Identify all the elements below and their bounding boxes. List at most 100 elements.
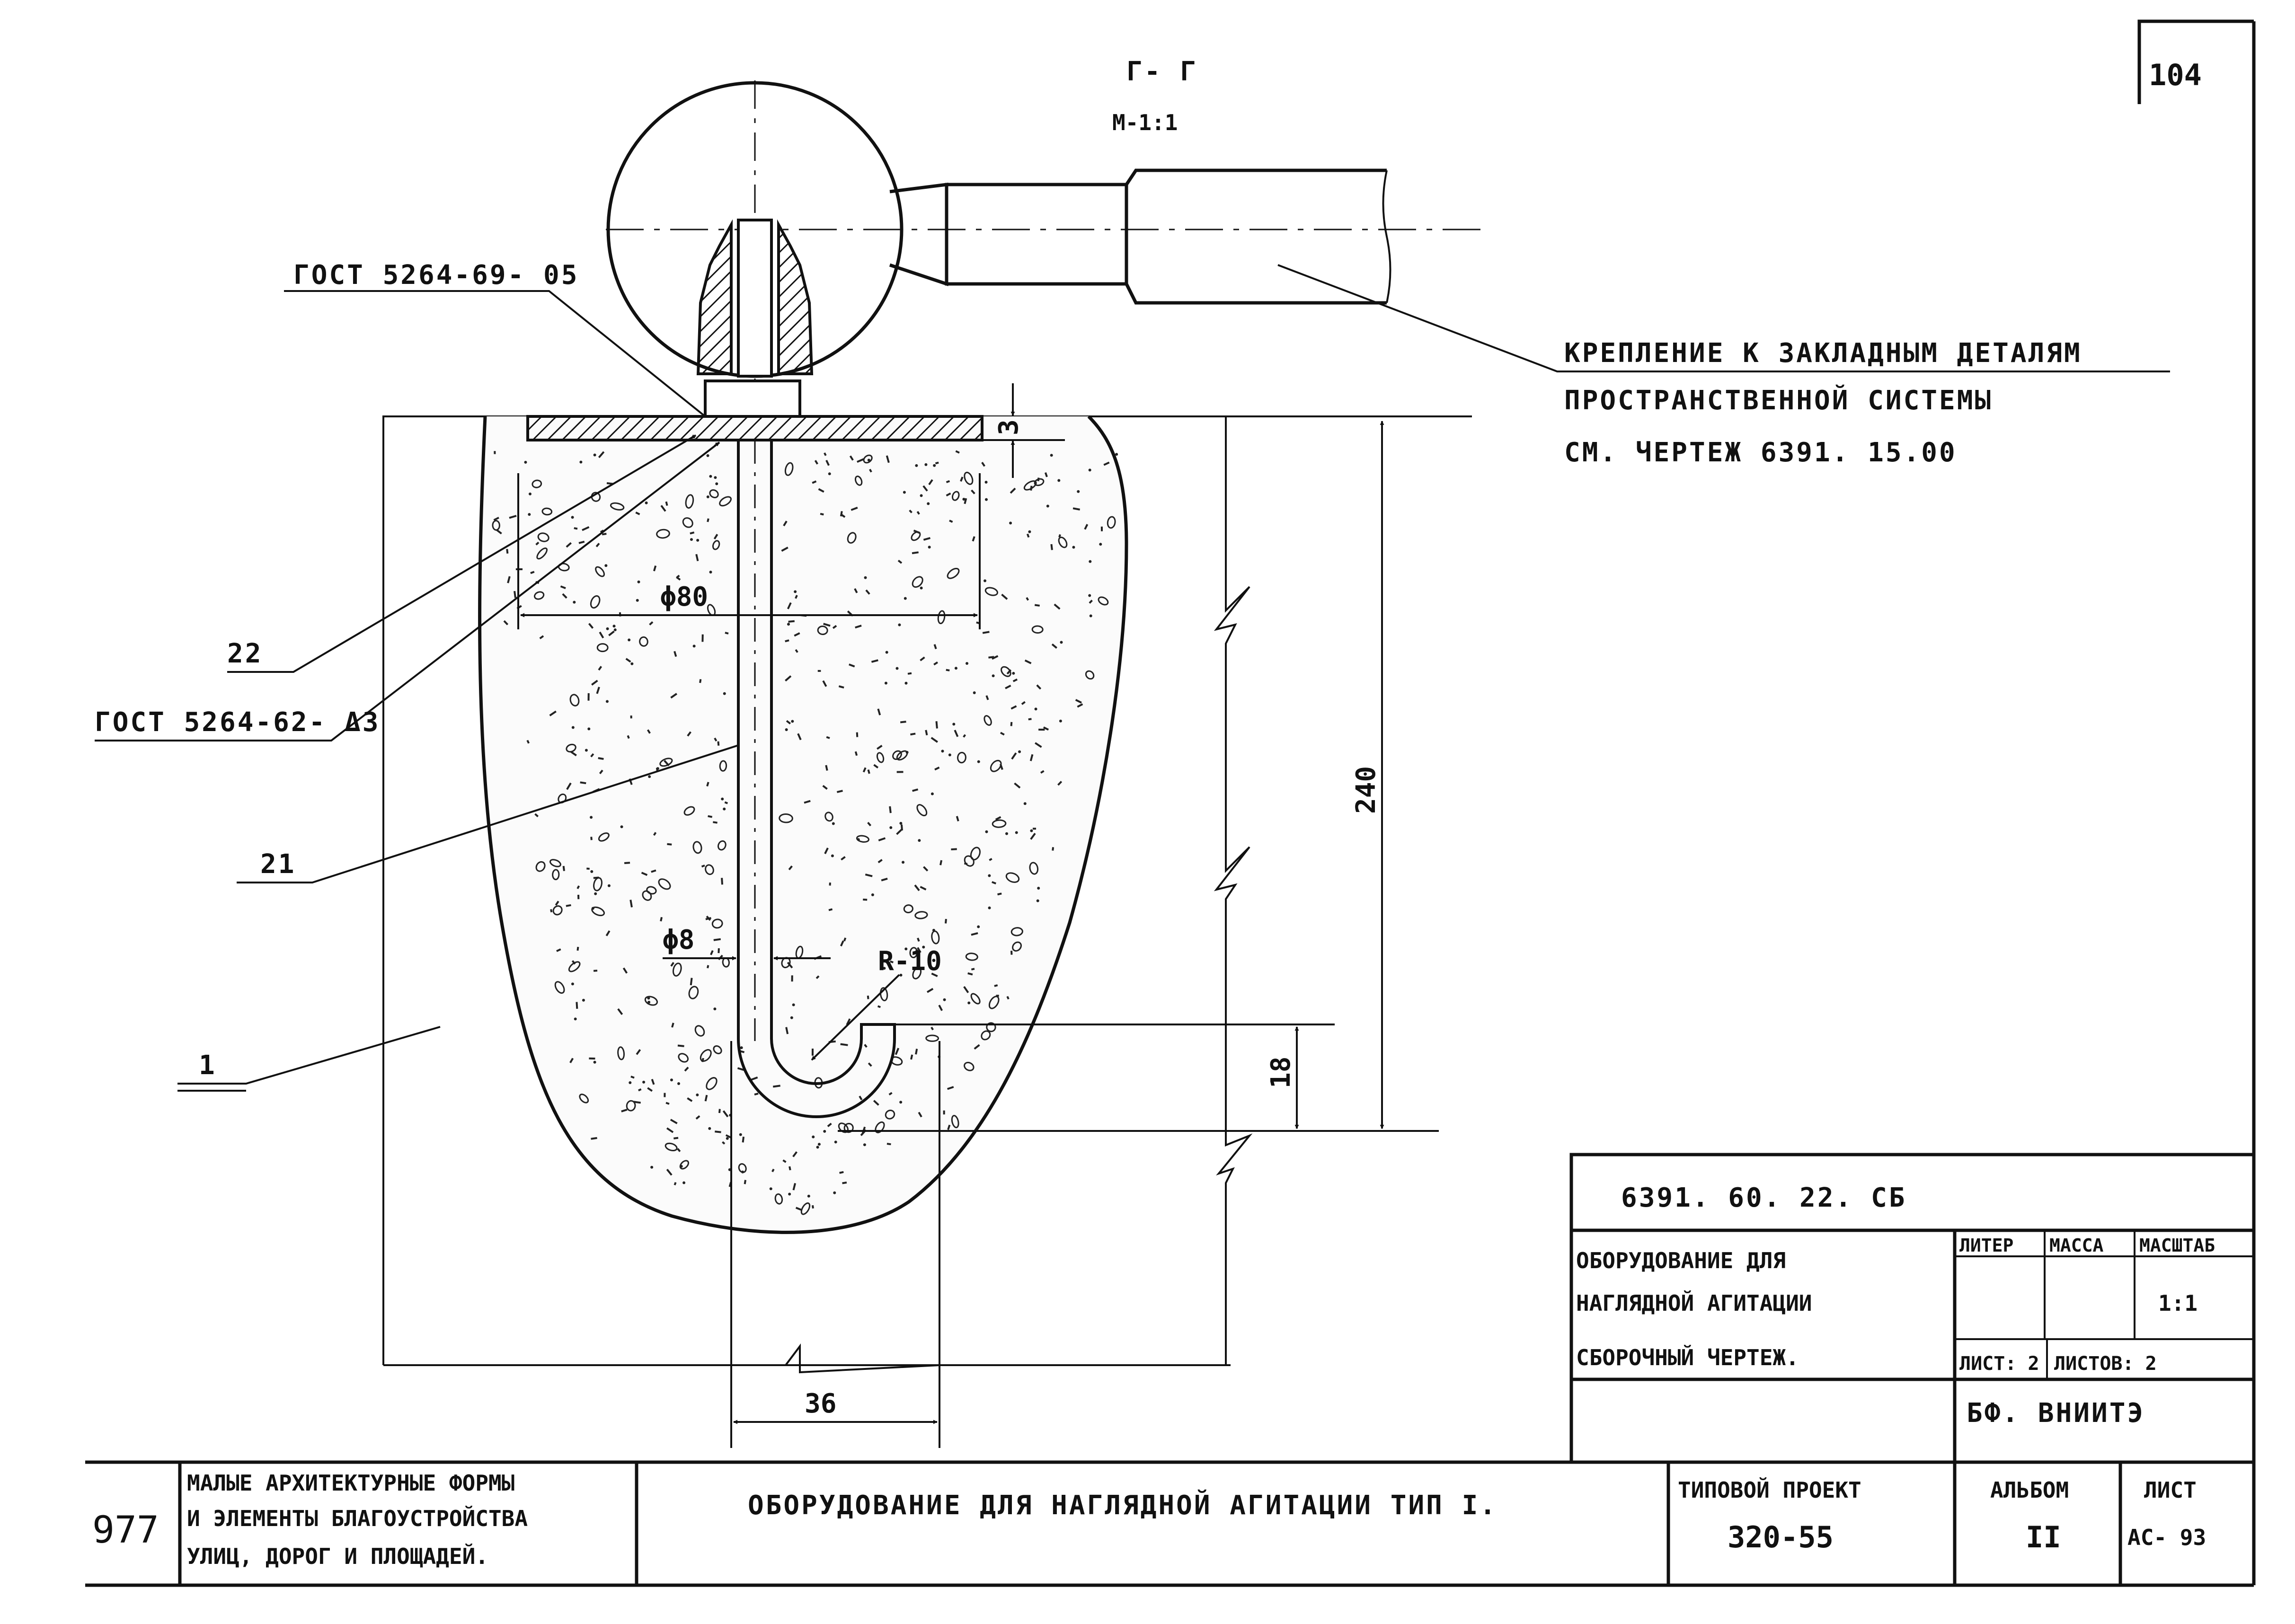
strip-album-value: II (2026, 1520, 2061, 1554)
aggregate-speck (787, 962, 793, 969)
aggregate-speck (1045, 472, 1048, 477)
aggregate-speck (962, 498, 966, 501)
strip-number: 977 (92, 1509, 159, 1552)
dim-radius-10: R-10 (878, 946, 942, 977)
aggregate-speck (696, 538, 700, 542)
aggregate-speck (707, 518, 709, 522)
aggregate-speck (628, 638, 631, 642)
aggregate-speck (579, 1094, 589, 1103)
aggregate-speck (667, 843, 672, 846)
aggregate-speck (922, 945, 925, 949)
aggregate-speck (863, 1143, 866, 1147)
aggregate-speck (873, 764, 879, 769)
aggregate-speck (952, 723, 956, 726)
aggregate-speck (847, 532, 857, 544)
aggregate-speck (695, 1115, 700, 1120)
aggregate-speck (834, 1140, 837, 1144)
aggregate-speck (784, 462, 794, 476)
aggregate-speck (804, 800, 811, 804)
dim-diameter-80: ϕ80 (660, 582, 708, 612)
aggregate-speck (851, 506, 858, 511)
aggregate-speck (792, 1183, 797, 1191)
aggregate-speck (585, 749, 588, 752)
aggregate-speck (992, 881, 996, 885)
aggregate-speck (903, 491, 906, 494)
aggregate-speck (977, 925, 980, 928)
aggregate-speck (831, 854, 834, 857)
aggregate-speck (673, 1182, 677, 1186)
aggregate-speck (928, 546, 931, 549)
aggregate-speck (695, 554, 699, 562)
aggregate-speck (926, 988, 934, 993)
aggregate-speck (915, 1049, 918, 1055)
aggregate-speck (817, 1143, 821, 1146)
nut-and-plate (526, 380, 984, 441)
aggregate-speck (708, 815, 713, 818)
aggregate-speck (1026, 533, 1030, 538)
aggregate-speck (642, 1080, 646, 1084)
aggregate-speck (957, 751, 966, 764)
aggregate-speck (685, 494, 694, 509)
aggregate-speck (1030, 832, 1036, 840)
aggregate-speck (881, 877, 888, 882)
aggregate-speck (636, 599, 639, 602)
aggregate-speck (706, 1077, 718, 1090)
aggregate-speck (690, 978, 693, 986)
aggregate-speck (849, 663, 855, 668)
aggregate-speck (833, 1191, 836, 1194)
aggregate-speck (678, 1053, 689, 1063)
aggregate-speck (1005, 684, 1011, 689)
aggregate-speck (832, 822, 835, 825)
aggregate-speck (984, 587, 998, 596)
aggregate-speck (912, 788, 919, 792)
detail-view-circle (606, 80, 1481, 381)
aggregate-speck (595, 566, 605, 577)
aggregate-speck (840, 940, 844, 947)
aggregate-speck (627, 735, 630, 739)
aggregate-speck (593, 877, 603, 891)
aggregate-speck (914, 911, 928, 919)
aggregate-speck (967, 972, 973, 976)
aggregate-speck (855, 625, 862, 629)
aggregate-speck (873, 1100, 879, 1106)
aggregate-speck (590, 753, 594, 758)
aggregate-speck (867, 769, 870, 774)
aggregate-speck (630, 662, 634, 665)
aggregate-speck (971, 489, 975, 494)
aggregate-speck (690, 538, 693, 541)
aggregate-speck (1011, 752, 1017, 760)
aggregate-speck (920, 886, 927, 891)
aggregate-speck (963, 734, 966, 738)
aggregate-speck (1058, 537, 1068, 548)
aggregate-speck (712, 540, 720, 550)
aggregate-speck (590, 816, 593, 819)
aggregate-speck (923, 537, 930, 541)
aggregate-speck (682, 1181, 686, 1184)
aggregate-speck (645, 501, 648, 504)
aggregate-speck (555, 900, 559, 906)
aggregate-speck (856, 732, 859, 737)
aggregate-speck (604, 564, 608, 567)
aggregate-speck (933, 464, 936, 467)
aggregate-speck (709, 475, 712, 478)
callout-labels: ГОСТ 5264-69- 05 22 ГОСТ 5264-62- Δ3 21 … (95, 260, 577, 1081)
aggregate-speck (779, 813, 793, 823)
aggregate-speck (1089, 600, 1093, 604)
fastening-note: КРЕПЛЕНИЕ К ЗАКЛАДНЫМ ДЕТАЛЯМ ПРОСТРАНСТ… (1564, 338, 2080, 468)
aggregate-speck (1034, 604, 1040, 607)
aggregate-speck (684, 1067, 689, 1072)
aggregate-speck (917, 937, 920, 942)
aggregate-speck (492, 520, 500, 531)
aggregate-speck (715, 482, 718, 485)
aggregate-speck (912, 967, 922, 980)
aggregate-speck (964, 498, 967, 504)
aggregate-speck (713, 1007, 717, 1011)
aggregate-speck (992, 674, 995, 678)
aggregate-speck (692, 841, 702, 854)
aggregate-speck (824, 847, 829, 855)
aggregate-speck (915, 464, 918, 467)
aggregate-speck (889, 826, 893, 830)
aggregate-speck (566, 782, 572, 790)
aggregate-speck (800, 1202, 811, 1215)
aggregate-speck (701, 865, 705, 868)
